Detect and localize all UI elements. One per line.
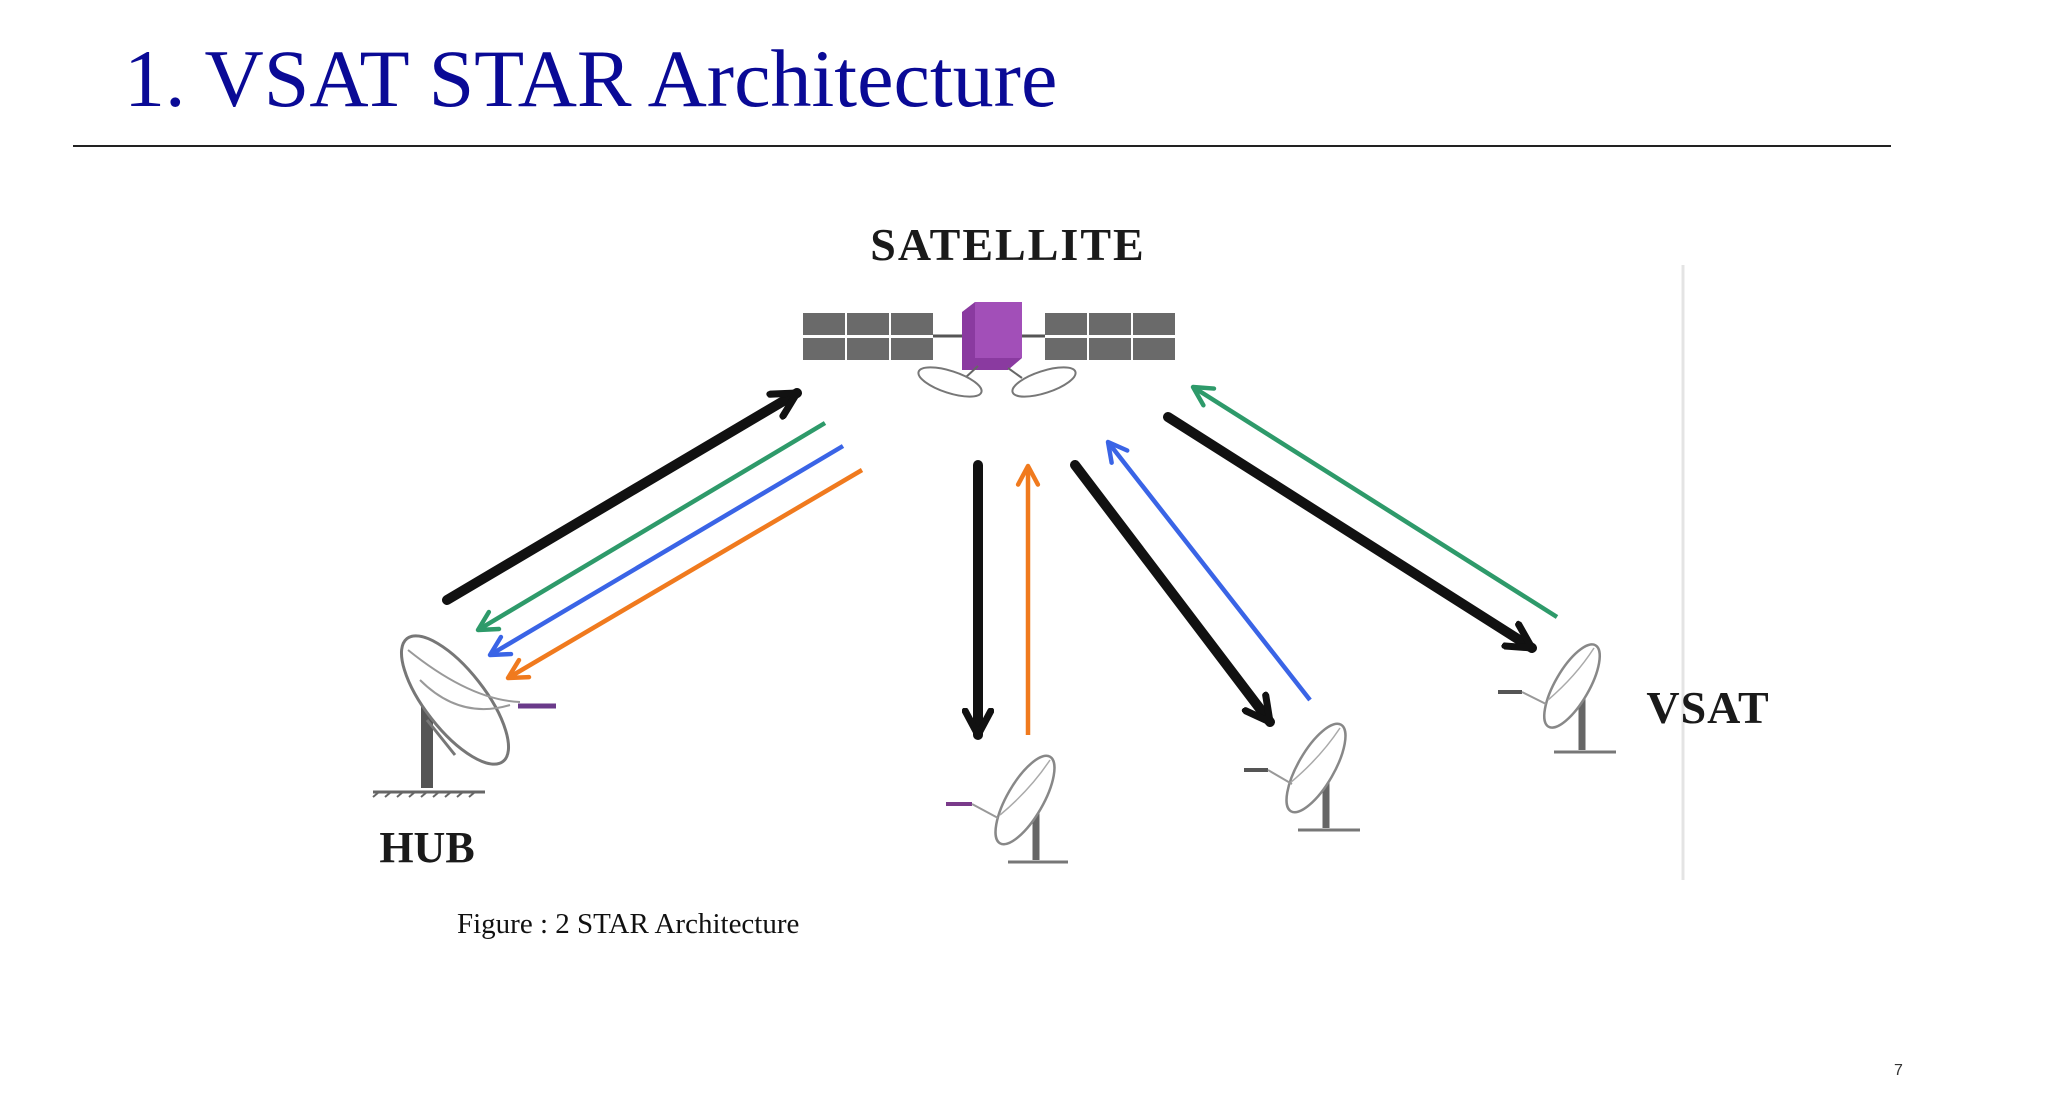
left-solar-panel — [803, 313, 933, 360]
hub-downlink-green-arrow — [475, 421, 827, 633]
slide-number: 7 — [1894, 1062, 1903, 1079]
hub-antenna-icon — [372, 634, 556, 798]
vsat-label: VSAT — [1646, 682, 1769, 733]
vsat3-downlink-arrow — [1163, 412, 1537, 653]
hub-downlink-blue-arrow — [487, 444, 845, 658]
hub-label: HUB — [379, 823, 474, 872]
right-solar-panel — [1045, 313, 1175, 360]
vsat2-uplink-blue-arrow — [1105, 439, 1312, 702]
satellite-icon — [803, 302, 1175, 398]
slide-title: 1. VSAT STAR Architecture — [124, 33, 1058, 124]
title-divider — [73, 145, 1891, 147]
vsat-antenna-2-icon — [1244, 722, 1360, 832]
vsat-antenna-3-icon — [1498, 643, 1616, 754]
hub-uplink-arrow — [442, 388, 802, 605]
hub-downlink-orange-arrow — [505, 468, 864, 681]
vsat-antenna-1-icon — [946, 754, 1068, 864]
satellite-label: SATELLITE — [870, 219, 1145, 270]
vsat2-downlink-arrow — [1070, 460, 1275, 727]
figure-caption: Figure : 2 STAR Architecture — [457, 908, 800, 940]
vsat3-uplink-green-arrow — [1190, 384, 1559, 619]
